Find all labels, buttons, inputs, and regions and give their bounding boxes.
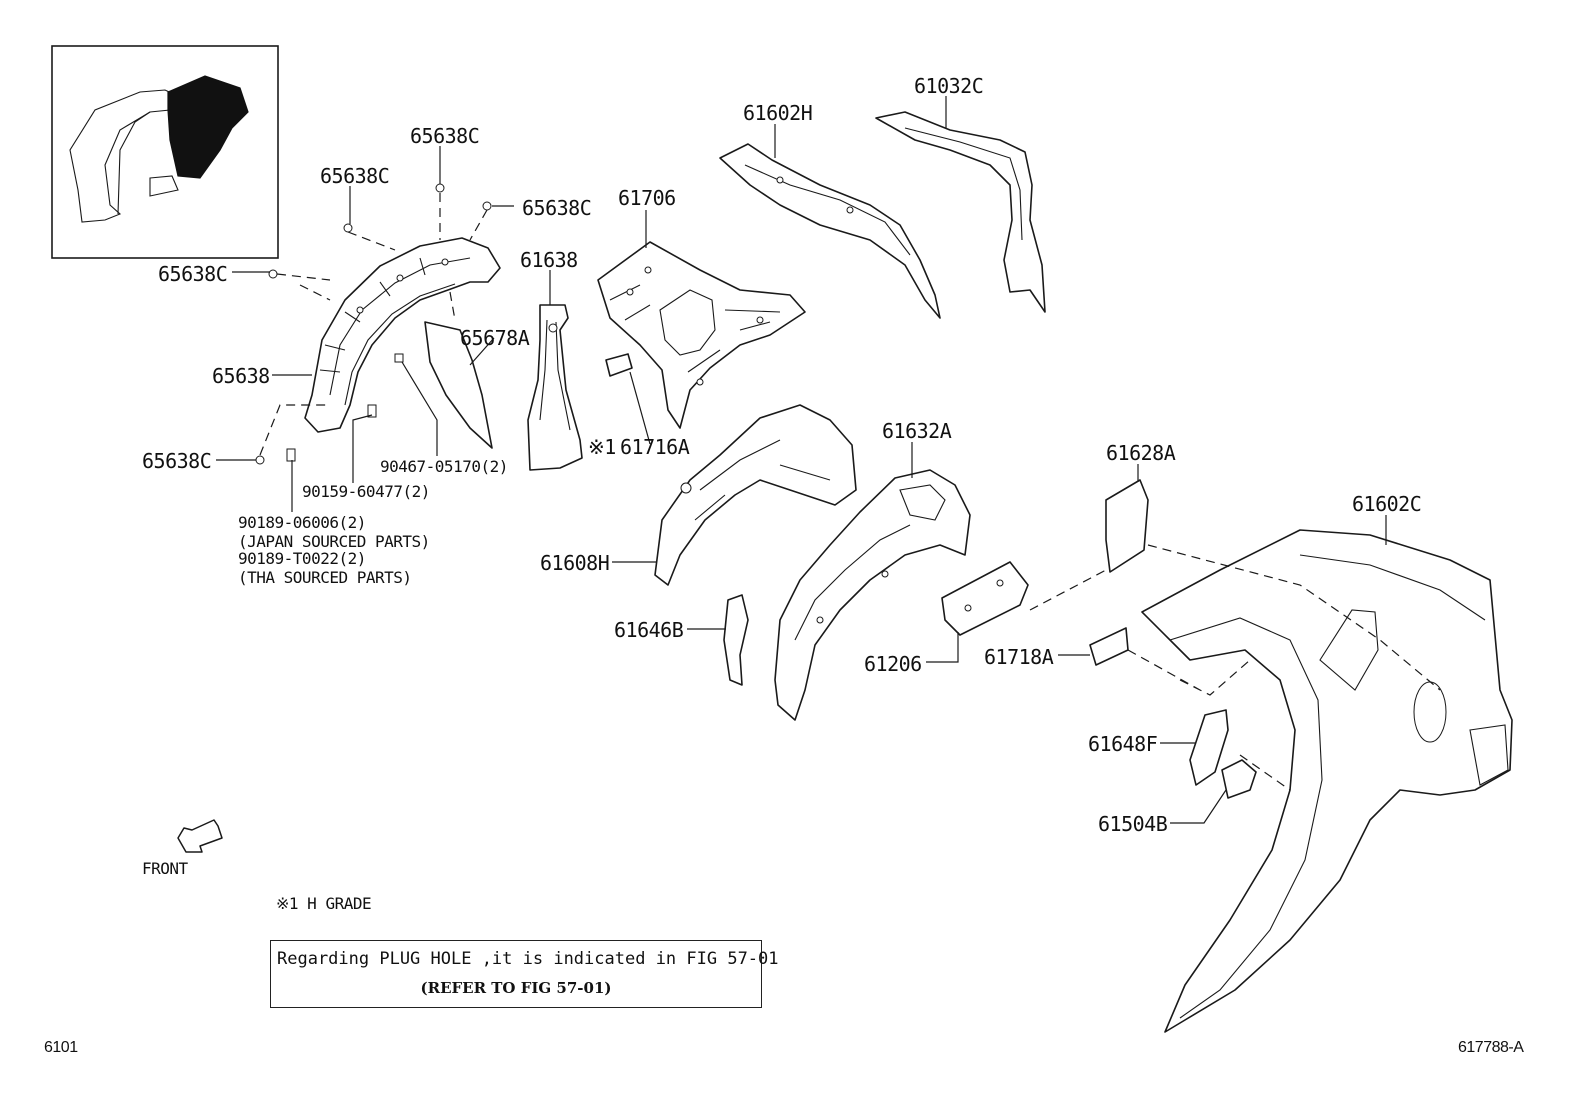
callout-65638: 65638 — [212, 364, 270, 388]
part-61718A — [1089, 627, 1129, 666]
part-61638-pillar — [527, 304, 583, 471]
fastener-note-1: 90189-06006(2) — [238, 513, 366, 532]
fastener-note-3: 90189-T0022(2) — [238, 549, 366, 568]
callout-61716A: 61716A — [620, 435, 690, 459]
fastener-note-4: (THA SOURCED PARTS) — [238, 568, 412, 587]
part-65638-fender-liner — [304, 237, 501, 433]
callout-61032C: 61032C — [914, 74, 984, 98]
callout-90467: 90467-05170(2) — [380, 457, 508, 476]
callout-61718A: 61718A — [984, 645, 1054, 669]
callout-61632A: 61632A — [882, 419, 952, 443]
callout-65638C-bottom: 65638C — [142, 449, 212, 473]
locator-inset — [51, 45, 279, 259]
front-arrow-icon — [177, 819, 223, 853]
part-61648F — [1189, 709, 1229, 786]
leader-lines — [216, 96, 1387, 824]
callout-65678A: 65678A — [460, 326, 530, 350]
callout-61504B: 61504B — [1098, 812, 1168, 836]
part-61628A — [1105, 479, 1149, 573]
callout-61648F: 61648F — [1088, 732, 1158, 756]
part-61504B — [1221, 759, 1257, 799]
plug-hole-note-line2: (REFER TO FIG 57-01) — [420, 979, 612, 997]
page-code-right: 617788-A — [1458, 1039, 1524, 1056]
callout-61602H: 61602H — [743, 101, 813, 125]
part-61206 — [941, 561, 1029, 636]
part-61602C-quarter-panel — [1141, 529, 1513, 1033]
plug-hole-note-line1: Regarding PLUG HOLE ,it is indicated in … — [277, 949, 779, 969]
fastener-note-2: (JAPAN SOURCED PARTS) — [238, 532, 430, 551]
callout-61628A: 61628A — [1106, 441, 1176, 465]
callout-61602C: 61602C — [1352, 492, 1422, 516]
part-65678A-shield — [424, 321, 493, 449]
part-61646B — [723, 594, 749, 686]
callout-65638C-upper: 65638C — [320, 164, 390, 188]
callout-61206: 61206 — [864, 652, 922, 676]
callout-90159: 90159-60477(2) — [302, 482, 430, 501]
callout-61638: 61638 — [520, 248, 578, 272]
part-61032C — [875, 111, 1046, 313]
clips — [255, 183, 492, 465]
h-grade-mark: ※1 — [588, 435, 616, 459]
callout-65638C-top: 65638C — [410, 124, 480, 148]
grade-note: ※1 H GRADE — [276, 894, 372, 913]
page-code-left: 6101 — [44, 1039, 78, 1056]
part-61632A-wheelhouse — [774, 469, 971, 721]
callout-61608H: 61608H — [540, 551, 610, 575]
part-61716A — [605, 353, 633, 377]
front-label: FRONT — [142, 859, 188, 878]
plug-hole-note-box: Regarding PLUG HOLE ,it is indicated in … — [270, 940, 779, 1008]
callout-61646B: 61646B — [614, 618, 684, 642]
callout-65638C-left: 65638C — [158, 262, 228, 286]
part-61706-inner-panel — [597, 241, 806, 429]
part-61608H — [654, 404, 857, 586]
callout-65638C-right: 65638C — [522, 196, 592, 220]
callout-61706: 61706 — [618, 186, 676, 210]
part-61602H — [719, 143, 941, 319]
